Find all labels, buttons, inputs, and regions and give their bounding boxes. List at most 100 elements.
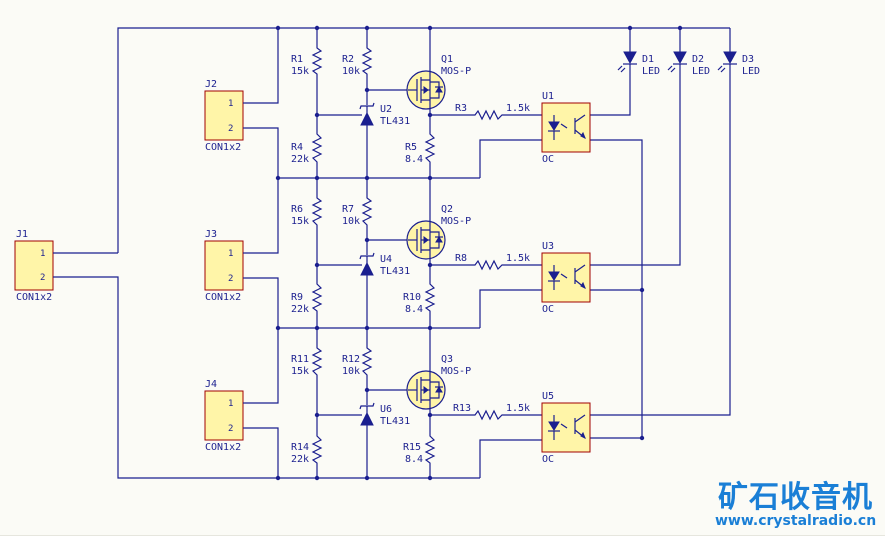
j4-ref: J4 — [205, 379, 217, 390]
u5-type: OC — [542, 454, 554, 465]
u2-type: TL431 — [380, 116, 410, 127]
r15-value: 8.4 — [405, 454, 423, 465]
watermark-url: www.crystalradio.cn — [715, 513, 877, 529]
u4-type: TL431 — [380, 266, 410, 277]
r6-value: 15k — [291, 216, 309, 227]
resistor-r10: R10 8.4 — [403, 280, 436, 315]
optocoupler-u1: U1 OC — [541, 91, 591, 165]
j1-pin1: 1 — [40, 249, 45, 259]
resistor-r1: R1 15k — [291, 45, 323, 77]
r11-value: 15k — [291, 366, 309, 377]
j2-ref: J2 — [205, 79, 217, 90]
r12-ref: R12 — [342, 354, 360, 365]
connector-j3: J3 1 2 CON1x2 — [204, 229, 245, 303]
r10-ref: R10 — [403, 292, 421, 303]
q1-ref: Q1 — [441, 54, 453, 65]
watermark-title: 矿石收音机 — [718, 480, 873, 515]
d2-type: LED — [692, 66, 710, 77]
u1-type: OC — [542, 154, 554, 165]
r14-ref: R14 — [291, 442, 309, 453]
j3-ref: J3 — [205, 229, 217, 240]
connector-j1: J1 1 2 CON1x2 — [14, 229, 87, 303]
d2-ref: D2 — [692, 54, 704, 65]
j3-pin1: 1 — [228, 249, 233, 259]
u3-ref: U3 — [542, 241, 554, 252]
led-d2: D2 LED — [667, 51, 710, 77]
r8-ref: R8 — [455, 253, 467, 264]
r11-ref: R11 — [291, 354, 309, 365]
d1-type: LED — [642, 66, 660, 77]
r5-value: 8.4 — [405, 154, 423, 165]
q2-ref: Q2 — [441, 204, 453, 215]
j4-pin1: 1 — [228, 399, 233, 409]
q3-type: MOS-P — [441, 366, 471, 377]
r2-value: 10k — [342, 66, 360, 77]
j2-type: CON1x2 — [205, 142, 241, 153]
d3-ref: D3 — [742, 54, 754, 65]
u3-type: OC — [542, 304, 554, 315]
r3-ref: R3 — [455, 103, 467, 114]
mosfet-q1: Q1 MOS-P — [406, 54, 471, 112]
r7-value: 10k — [342, 216, 360, 227]
j2-pin2: 2 — [228, 124, 233, 134]
resistor-r4: R4 22k — [291, 128, 323, 165]
led-d1: D1 LED — [617, 51, 660, 77]
mosfet-q3: Q3 MOS-P — [406, 354, 471, 412]
q1-type: MOS-P — [441, 66, 471, 77]
junction-dots — [275, 25, 683, 481]
j2-pin1: 1 — [228, 99, 233, 109]
r1-value: 15k — [291, 66, 309, 77]
r14-value: 22k — [291, 454, 309, 465]
d3-type: LED — [742, 66, 760, 77]
resistor-r14: R14 22k — [291, 432, 323, 465]
q3-ref: Q3 — [441, 354, 453, 365]
r8-value: 1.5k — [506, 253, 530, 264]
resistor-r8: R8 1.5k — [455, 253, 530, 271]
resistor-r6: R6 15k — [291, 195, 323, 228]
j4-pin2: 2 — [228, 424, 233, 434]
resistor-r11: R11 15k — [291, 345, 323, 378]
mosfet-q2: Q2 MOS-P — [406, 204, 471, 262]
j4-type: CON1x2 — [205, 442, 241, 453]
resistor-r9: R9 22k — [291, 280, 323, 315]
q2-type: MOS-P — [441, 216, 471, 227]
u4-ref: U4 — [380, 254, 392, 265]
u2-ref: U2 — [380, 104, 392, 115]
j1-ref: J1 — [16, 229, 28, 240]
connector-j4: J4 1 2 CON1x2 — [204, 379, 245, 453]
u6-ref: U6 — [380, 404, 392, 415]
r12-value: 10k — [342, 366, 360, 377]
j3-type: CON1x2 — [205, 292, 241, 303]
r4-value: 22k — [291, 154, 309, 165]
r15-ref: R15 — [403, 442, 421, 453]
r1-ref: R1 — [291, 54, 303, 65]
r13-value: 1.5k — [506, 403, 530, 414]
resistor-r15: R15 8.4 — [403, 432, 436, 465]
r5-ref: R5 — [405, 142, 417, 153]
r13-ref: R13 — [453, 403, 471, 414]
r2-ref: R2 — [342, 54, 354, 65]
resistor-r3: R3 1.5k — [455, 103, 530, 121]
r9-ref: R9 — [291, 292, 303, 303]
r7-ref: R7 — [342, 204, 354, 215]
regulator-u4: U4 TL431 — [359, 252, 410, 277]
led-d3: D3 LED — [717, 51, 760, 77]
optocoupler-u3: U3 OC — [541, 241, 591, 315]
u5-ref: U5 — [542, 391, 554, 402]
r4-ref: R4 — [291, 142, 303, 153]
resistor-r13: R13 1.5k — [453, 403, 530, 421]
connector-j2: J2 1 2 CON1x2 — [204, 79, 245, 153]
r6-ref: R6 — [291, 204, 303, 215]
resistor-r2: R2 10k — [342, 45, 373, 77]
r9-value: 22k — [291, 304, 309, 315]
j1-pin2: 2 — [40, 273, 45, 283]
j1-type: CON1x2 — [16, 292, 52, 303]
regulator-u2: U2 TL431 — [359, 102, 410, 127]
regulator-u6: U6 TL431 — [359, 402, 410, 427]
resistor-r7: R7 10k — [342, 195, 373, 228]
r10-value: 8.4 — [405, 304, 423, 315]
u6-type: TL431 — [380, 416, 410, 427]
resistor-r12: R12 10k — [342, 345, 373, 378]
d1-ref: D1 — [642, 54, 654, 65]
